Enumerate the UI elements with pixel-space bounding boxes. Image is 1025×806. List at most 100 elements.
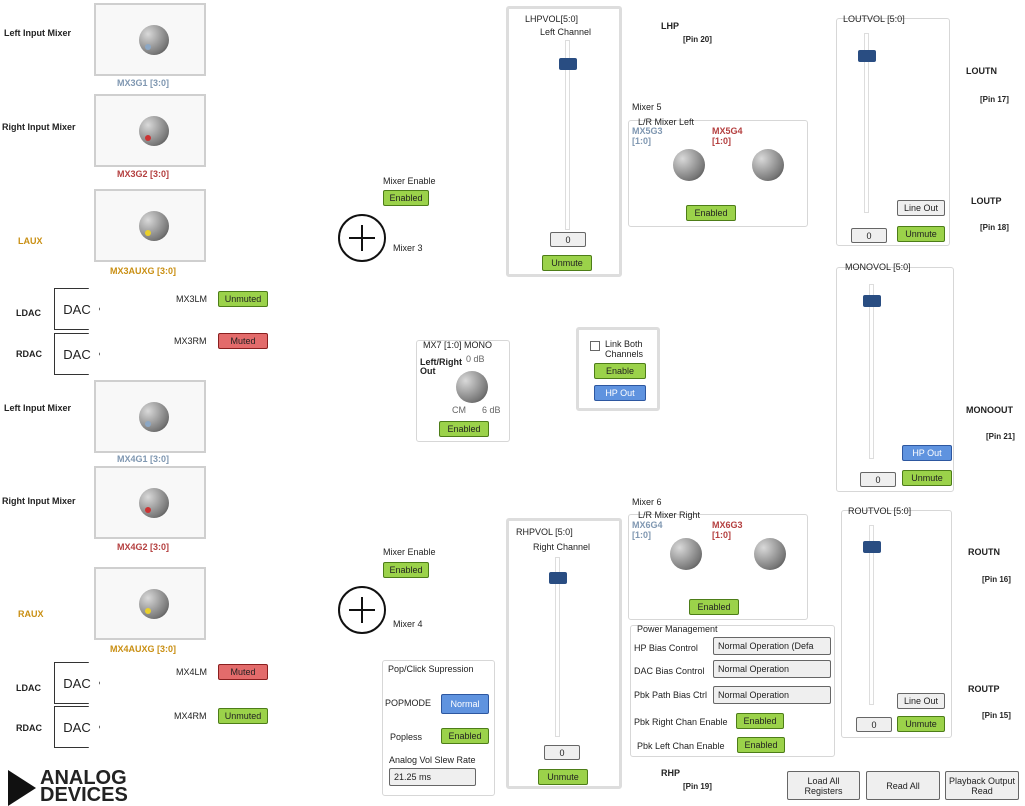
left-chan-button[interactable]: Enabled: [737, 737, 785, 753]
popless-button[interactable]: Enabled: [441, 728, 489, 744]
routn-label: ROUTN: [968, 547, 1000, 557]
mixer6-enable-button[interactable]: Enabled: [689, 599, 739, 615]
mx4rm-button[interactable]: Unmuted: [218, 708, 268, 724]
lhpvol-channel: Left Channel: [540, 27, 592, 37]
mx7-knob[interactable]: [456, 371, 488, 403]
left-input-mixer-label-2: Left Input Mixer: [4, 403, 71, 413]
mx5g3-bits: [1:0]: [632, 136, 652, 146]
mx4g2-label: MX4G2 [3:0]: [117, 542, 170, 552]
read-all-button[interactable]: Read All: [866, 771, 940, 800]
routvol-lineout-button[interactable]: Line Out: [897, 693, 945, 709]
rdac-label-1: RDAC: [16, 349, 42, 359]
loutvol-unmute-button[interactable]: Unmute: [897, 226, 945, 242]
mx3g2-knob[interactable]: [139, 116, 169, 146]
mixer4-label: Mixer 4: [393, 619, 423, 629]
mx3lm-button[interactable]: Unmuted: [218, 291, 268, 307]
mx6g3-knob[interactable]: [754, 538, 786, 570]
mx5g4-knob[interactable]: [752, 149, 784, 181]
mx4g1-label: MX4G1 [3:0]: [117, 454, 170, 464]
monovol-unmute-button[interactable]: Unmute: [902, 470, 952, 486]
link-checkbox[interactable]: [590, 341, 600, 351]
loutvol-slider-track[interactable]: [864, 33, 869, 213]
mx4auxg-indicator: [145, 608, 151, 614]
dac-block-4: DAC: [54, 706, 100, 748]
rhp-label: RHP: [661, 768, 681, 778]
mixer4-plus-horizontal: [349, 609, 375, 611]
mixer5-enable-button[interactable]: Enabled: [686, 205, 736, 221]
mx3rm-button[interactable]: Muted: [218, 333, 268, 349]
mixer4-enable-button[interactable]: Enabled: [383, 562, 429, 578]
mx4lm-button[interactable]: Muted: [218, 664, 268, 680]
mixer4-enable-label: Mixer Enable: [383, 547, 436, 557]
rhpvol-slider-track[interactable]: [555, 557, 560, 737]
routvol-unmute-button[interactable]: Unmute: [897, 716, 945, 732]
logo-line1: ANALOG: [40, 767, 127, 789]
popmode-label: POPMODE: [385, 698, 432, 708]
mx4g2-indicator: [145, 507, 151, 513]
lhpvol-slider-track[interactable]: [565, 40, 570, 230]
rhpvol-slider-thumb[interactable]: [549, 572, 567, 584]
mx3auxg-label: MX3AUXG [3:0]: [110, 266, 177, 276]
mx3g1-knob[interactable]: [139, 25, 169, 55]
mixer3-enable-button[interactable]: Enabled: [383, 190, 429, 206]
loutvol-lineout-button[interactable]: Line Out: [897, 200, 945, 216]
mixer3-enable-label: Mixer Enable: [383, 176, 436, 186]
loutvol-value[interactable]: 0: [851, 228, 887, 243]
pop-title: Pop/Click Supression: [388, 664, 474, 674]
dac-block-1: DAC: [54, 288, 100, 330]
dac-bias-select[interactable]: Normal Operation: [713, 660, 831, 678]
mx5g4-label: MX5G4: [712, 126, 743, 136]
mx4auxg-label: MX4AUXG [3:0]: [110, 644, 177, 654]
mx6g3-bits: [1:0]: [712, 530, 732, 540]
mx6g4-knob[interactable]: [670, 538, 702, 570]
lhpvol-slider-thumb[interactable]: [559, 58, 577, 70]
mx4auxg-knob[interactable]: [139, 589, 169, 619]
routvol-value[interactable]: 0: [856, 717, 892, 732]
routn-pin: [Pin 16]: [982, 575, 1011, 584]
mx7-enabled-button[interactable]: Enabled: [439, 421, 489, 437]
rhpvol-unmute-button[interactable]: Unmute: [538, 769, 588, 785]
mx6g4-bits: [1:0]: [632, 530, 652, 540]
routvol-slider-thumb[interactable]: [863, 541, 881, 553]
ldac-label-2: LDAC: [16, 683, 41, 693]
rhpvol-channel: Right Channel: [533, 542, 591, 552]
lhp-pin: [Pin 20]: [683, 35, 712, 44]
left-chan-label: Pbk Left Chan Enable: [637, 741, 725, 751]
lhpvol-title: LHPVOL[5:0]: [525, 14, 579, 24]
mx4g2-knob[interactable]: [139, 488, 169, 518]
mx6g3-label: MX6G3: [712, 520, 743, 530]
mx5g3-knob[interactable]: [673, 149, 705, 181]
monovol-slider-track[interactable]: [869, 284, 874, 459]
right-input-mixer-label-2: Right Input Mixer: [2, 496, 76, 506]
slew-select[interactable]: 21.25 ms: [389, 768, 476, 786]
lhpvol-unmute-button[interactable]: Unmute: [542, 255, 592, 271]
popmode-button[interactable]: Normal: [441, 694, 489, 714]
monovol-value[interactable]: 0: [860, 472, 896, 487]
mx3auxg-indicator: [145, 230, 151, 236]
mixer5-sub: L/R Mixer Left: [638, 117, 695, 127]
hp-bias-select[interactable]: Normal Operation (Defa: [713, 637, 831, 655]
lhpvol-value[interactable]: 0: [550, 232, 586, 247]
mx3auxg-knob[interactable]: [139, 211, 169, 241]
mx4rm-label: MX4RM: [174, 711, 207, 721]
loutvol-slider-thumb[interactable]: [858, 50, 876, 62]
playback-output-read-button[interactable]: Playback Output Read: [945, 771, 1019, 800]
monovol-slider-thumb[interactable]: [863, 295, 881, 307]
popless-label: Popless: [390, 732, 423, 742]
pbk-bias-select[interactable]: Normal Operation: [713, 686, 831, 704]
link-enable-button[interactable]: Enable: [594, 363, 646, 379]
mx4g1-knob[interactable]: [139, 402, 169, 432]
dac-block-2: DAC: [54, 333, 100, 375]
right-chan-button[interactable]: Enabled: [736, 713, 784, 729]
mixer3-symbol: [338, 214, 386, 262]
load-all-registers-button[interactable]: Load All Registers: [787, 771, 860, 800]
rhpvol-value[interactable]: 0: [544, 745, 580, 760]
monovol-hpout-button[interactable]: HP Out: [902, 445, 952, 461]
link-hpout-button[interactable]: HP Out: [594, 385, 646, 401]
routp-pin: [Pin 15]: [982, 711, 1011, 720]
routvol-slider-track[interactable]: [869, 525, 874, 705]
rhpvol-panel: [506, 518, 622, 789]
triangle-logo-icon: [8, 770, 36, 806]
rhp-pin: [Pin 19]: [683, 782, 712, 791]
dac-block-3: DAC: [54, 662, 100, 704]
